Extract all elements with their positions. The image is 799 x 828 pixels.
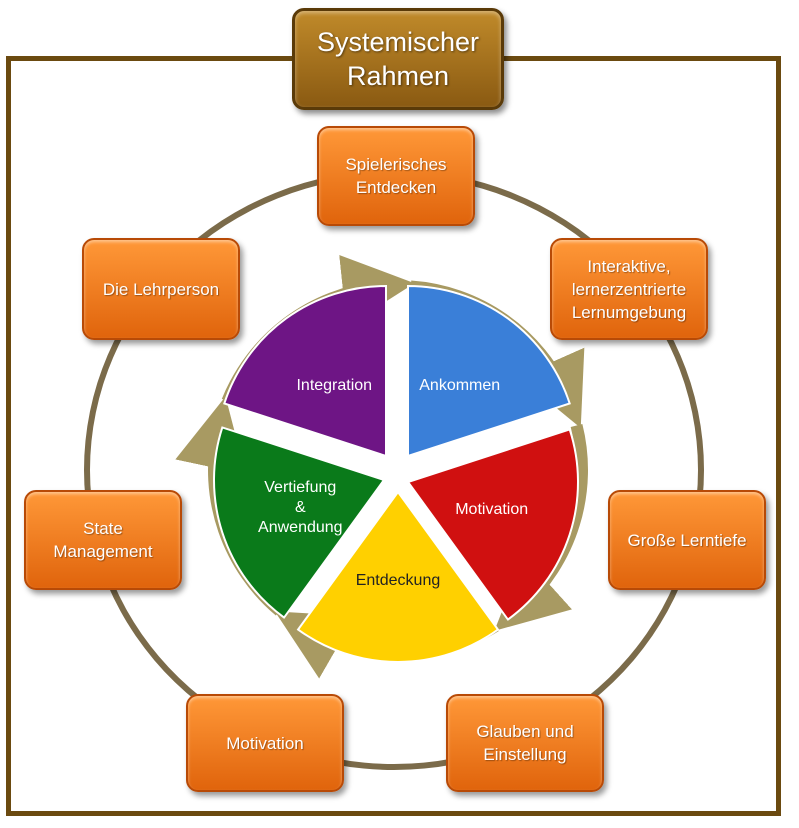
segment-vertiefung xyxy=(213,426,386,619)
segment-vertiefung-label: Vertiefung&Anwendung xyxy=(258,479,343,536)
box-die-lehrperson: Die Lehrperson xyxy=(82,238,240,340)
box-spielerisches-entdecken: Spielerisches Entdecken xyxy=(317,126,475,226)
box-grosse-lerntiefe: Große Lerntiefe xyxy=(608,490,766,590)
segment-ankommen-label: Ankommen xyxy=(419,377,500,394)
box-state-management: State Management xyxy=(24,490,182,590)
box-lernumgebung: Interaktive, lernerzentrierte Lernumgebu… xyxy=(550,238,708,340)
frame-title: Systemischer Rahmen xyxy=(292,8,504,110)
segment-motivation-label: Motivation xyxy=(455,501,528,518)
segment-motivation xyxy=(406,428,579,621)
box-glauben-einstellung: Glauben und Einstellung xyxy=(446,694,604,792)
box-motivation: Motivation xyxy=(186,694,344,792)
segment-integration-label: Integration xyxy=(296,377,372,394)
segment-entdeckung-label: Entdeckung xyxy=(356,572,441,589)
segment-integration xyxy=(223,284,387,458)
segment-entdeckung xyxy=(296,490,500,663)
segment-ankommen xyxy=(407,284,571,458)
